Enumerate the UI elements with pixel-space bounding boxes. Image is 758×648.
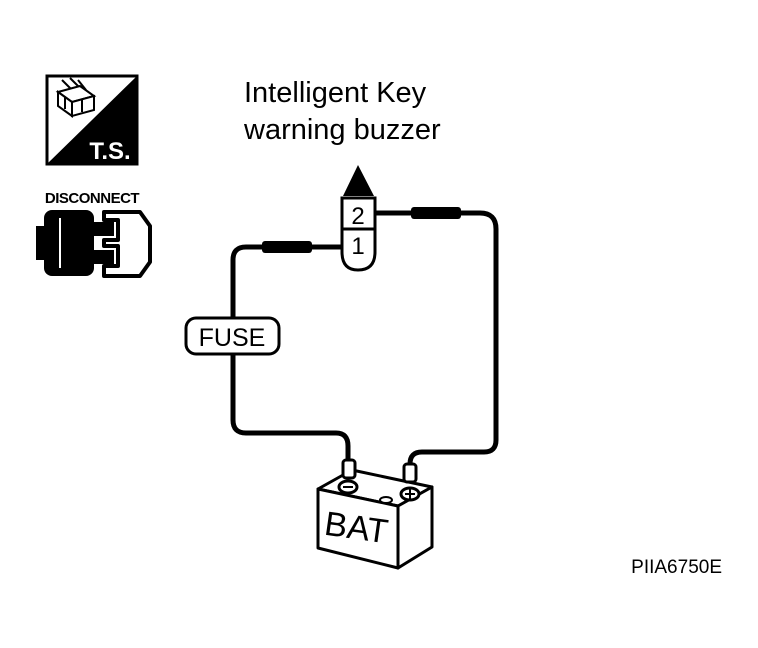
fuse-label: FUSE <box>199 324 266 352</box>
buzzer-connector: 2 1 <box>340 165 377 272</box>
battery-label: BAT <box>322 505 390 551</box>
diagram-title-line2: warning buzzer <box>243 114 441 146</box>
harness-segment-right <box>411 207 461 219</box>
terminal-1-label: 1 <box>351 233 364 260</box>
terminal-2-label: 2 <box>351 203 364 230</box>
figure-id: PIIA6750E <box>631 557 722 578</box>
diagram-title-line1: Intelligent Key <box>244 77 427 109</box>
ts-badge-label: T.S. <box>89 138 130 165</box>
wiring-connector-icon <box>55 77 97 118</box>
fuse: FUSE <box>184 316 281 356</box>
circuit-wires <box>230 210 499 471</box>
harness-segment-left <box>262 241 312 253</box>
disconnect-icon-group: DISCONNECT <box>36 190 152 278</box>
battery: BAT <box>316 458 434 570</box>
ts-badge: T.S. <box>45 74 139 166</box>
disconnect-label: DISCONNECT <box>45 190 140 207</box>
connector-plug-icon <box>36 210 152 278</box>
wire-right <box>373 210 499 471</box>
wire-left <box>230 244 351 465</box>
buzzer-arrow-icon <box>343 165 374 196</box>
